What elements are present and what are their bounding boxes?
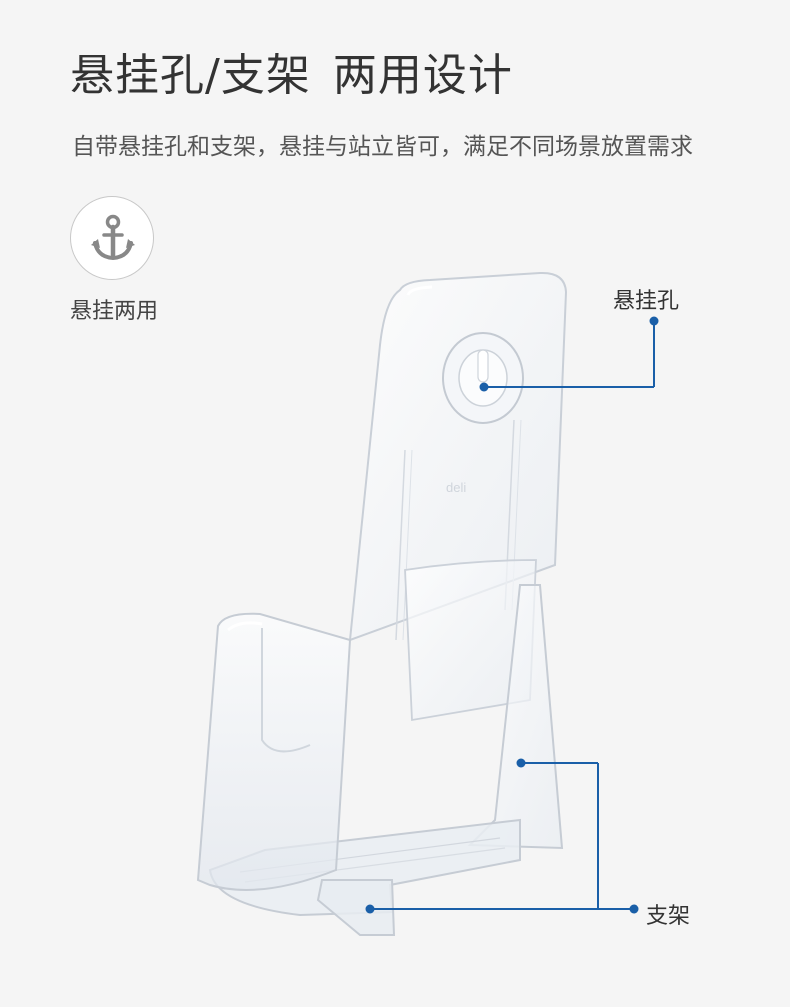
feature-badge	[70, 196, 154, 280]
anchor-icon	[91, 214, 135, 261]
page-subtitle: 自带悬挂孔和支架，悬挂与站立皆可，满足不同场景放置需求	[72, 134, 693, 160]
callout-lines	[365, 316, 659, 914]
stand-foot-front	[316, 879, 396, 936]
title-part-2: 两用设计	[332, 50, 513, 101]
callout-dot-stand-wing	[516, 758, 526, 768]
callout-label-hanging-hole: 悬挂孔	[613, 289, 680, 314]
product-engraving: deli	[446, 480, 466, 495]
callout-dot-stand-foot	[365, 904, 375, 914]
page-title: 悬挂孔/支架两用设计	[70, 50, 513, 101]
front-pocket	[196, 612, 352, 891]
callout-dot-hole-end	[649, 316, 659, 326]
callout-label-stand: 支架	[646, 904, 691, 929]
callout-dot-hole	[479, 382, 489, 392]
back-pocket	[404, 559, 537, 722]
feature-label: 悬挂两用	[70, 299, 159, 324]
callout-dot-stand-end	[629, 904, 639, 914]
title-part-1: 悬挂孔/支架	[70, 50, 311, 101]
